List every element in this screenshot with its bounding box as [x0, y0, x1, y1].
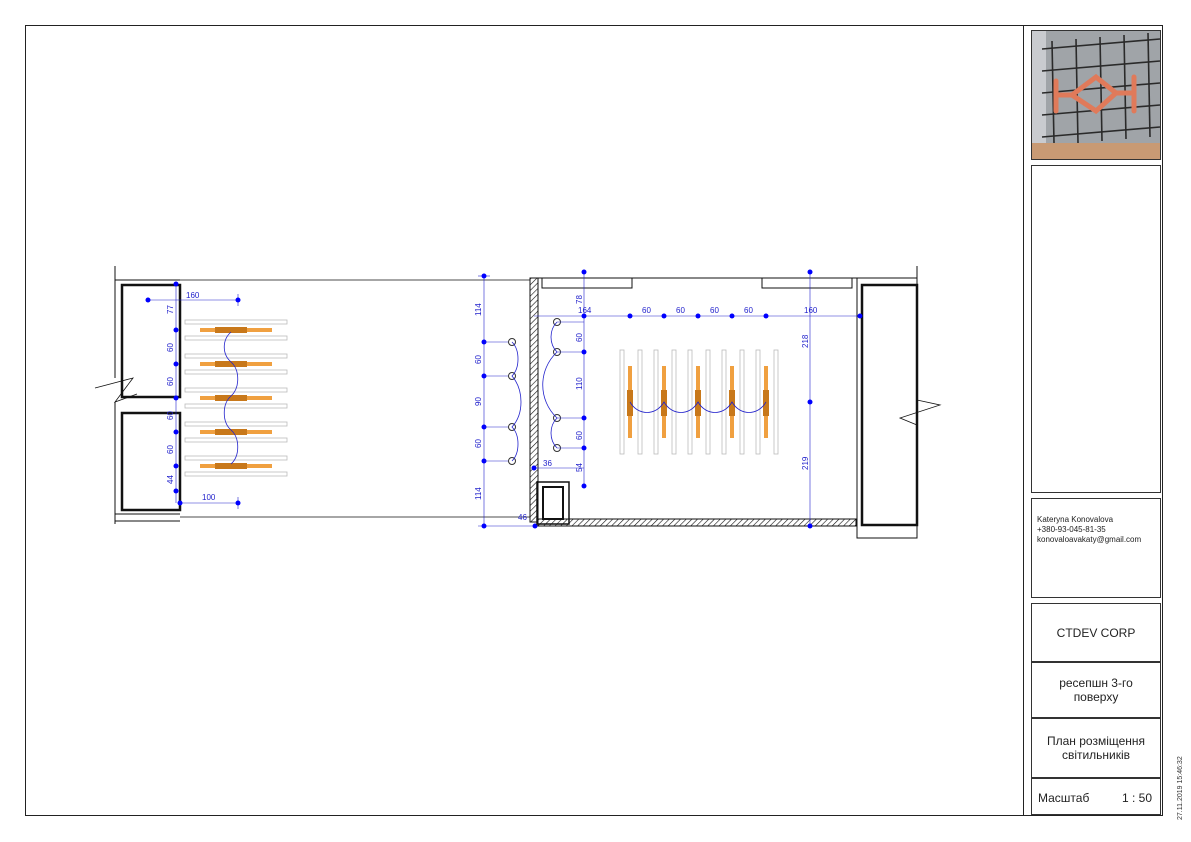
dim-right-left-v1: 60 — [575, 333, 584, 342]
dim-left-v4: 60 — [166, 411, 175, 420]
dim-corridor-bottom: 114 — [474, 487, 483, 500]
scale-label: Масштаб — [1038, 791, 1090, 805]
empty-panel — [1031, 165, 1161, 493]
right-room-walls — [529, 266, 942, 539]
dim-corridor-top: 114 — [474, 303, 483, 316]
corridor-dim-dots — [481, 273, 538, 529]
dim-right-left-v3: 60 — [575, 431, 584, 440]
dim-right-h3: 60 — [710, 306, 719, 315]
dim-right-left-h-small: 36 — [543, 459, 552, 468]
company-name: CTDEV CORP — [1031, 603, 1161, 662]
drawing-frame — [25, 25, 1163, 816]
dim-left-v1: 77 — [166, 305, 175, 314]
author-contact: Kateryna Konovalova +380-93-045-81-35 ko… — [1031, 498, 1161, 598]
dim-right-top-offset: 78 — [575, 295, 584, 304]
dim-left-top-width: 160 — [186, 291, 200, 300]
print-date: 27.11.2019 15:46:32 — [1177, 756, 1184, 820]
sheet-title: План розміщення світильників — [1031, 718, 1161, 778]
dim-corridor-v3: 60 — [474, 439, 483, 448]
author-name: Kateryna Konovalova — [1037, 515, 1114, 524]
pendant-lamp-photo — [1032, 31, 1160, 159]
dim-corridor-h: 46 — [518, 513, 527, 522]
project-photo — [1031, 30, 1161, 160]
dim-corridor-v1: 60 — [474, 355, 483, 364]
dim-corridor-v2: 90 — [474, 397, 483, 406]
title-block-separator — [1023, 25, 1024, 816]
dim-right-h2: 60 — [676, 306, 685, 315]
left-room-walls — [94, 266, 530, 524]
dim-right-v-top: 218 — [801, 334, 810, 348]
author-email: konovaloavakaty@gmail.com — [1037, 535, 1142, 544]
right-room-fixtures — [619, 349, 779, 455]
dim-right-h4: 60 — [744, 306, 753, 315]
dim-right-h-end: 160 — [804, 306, 818, 315]
right-room-spotlights — [542, 318, 561, 452]
project-name: ресепшн 3-го поверху — [1031, 662, 1161, 718]
scale-value: 1 : 50 — [1121, 791, 1152, 805]
dim-right-v-bottom: 219 — [801, 456, 810, 470]
dim-left-v5: 60 — [166, 445, 175, 454]
dim-left-v6: 44 — [166, 475, 175, 484]
dim-right-left-v4: 54 — [575, 463, 584, 472]
dim-right-h-start: 164 — [578, 306, 592, 315]
left-room-fixtures — [184, 319, 288, 477]
dim-left-bottom-width: 100 — [202, 493, 216, 502]
corridor-spotlights — [484, 338, 522, 465]
dim-left-v2: 60 — [166, 343, 175, 352]
dim-right-left-v2: 110 — [575, 377, 584, 390]
dim-left-v3: 60 — [166, 377, 175, 386]
dim-right-h1: 60 — [642, 306, 651, 315]
left-room-dim-dots — [145, 281, 241, 506]
right-room-dim-dots — [531, 269, 863, 529]
scale-cell: Масштаб 1 : 50 — [1031, 778, 1161, 815]
corridor-dimensions — [478, 275, 535, 527]
author-phone: +380-93-045-81-35 — [1037, 525, 1106, 534]
